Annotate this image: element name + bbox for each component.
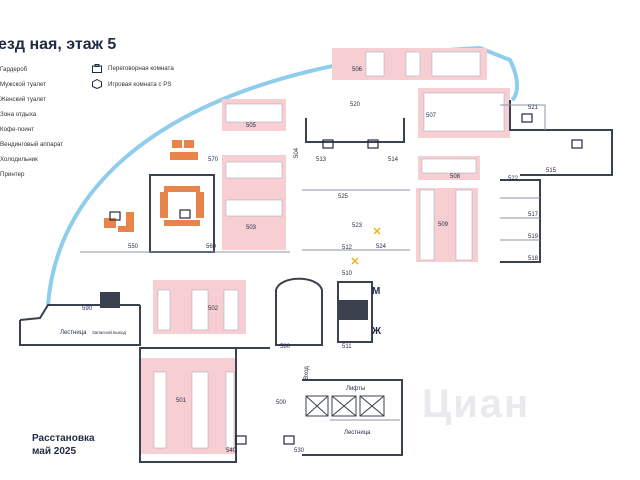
printer-markers bbox=[351, 227, 381, 265]
room-522: 522 bbox=[508, 176, 519, 182]
room-512: 512 bbox=[342, 245, 353, 251]
meeting-room-icons bbox=[109, 113, 583, 445]
room-506: 506 bbox=[352, 67, 363, 73]
briefcase-icon bbox=[92, 63, 102, 73]
legend-item-rest-zone: Зона отдыха bbox=[0, 111, 37, 118]
desk-grids bbox=[153, 51, 505, 449]
room-519: 519 bbox=[528, 234, 539, 240]
legend-game-room: Игровая комната с PS bbox=[108, 80, 172, 88]
room-501: 501 bbox=[176, 398, 187, 404]
legend-item-printer: Принтер bbox=[0, 171, 25, 178]
room-508: 508 bbox=[450, 174, 461, 180]
lifts-label: Лифты bbox=[346, 386, 366, 392]
room-504: 504 bbox=[294, 147, 301, 159]
footer-line-1: Расстановка bbox=[32, 433, 95, 444]
legend-item-mens-toilet: Мужской туалет bbox=[0, 81, 47, 88]
room-590: 590 bbox=[82, 306, 93, 312]
room-550: 550 bbox=[128, 244, 139, 250]
stairs-bottom-label: Лестница bbox=[344, 430, 371, 436]
room-502: 502 bbox=[208, 306, 219, 312]
room-503: 503 bbox=[246, 225, 257, 231]
watermark: Циан bbox=[422, 382, 531, 426]
room-517: 517 bbox=[528, 212, 539, 218]
room-570: 570 bbox=[208, 157, 219, 163]
legend: Гардероб Мужской туалет Женский туалет З… bbox=[0, 62, 63, 182]
room-510: 510 bbox=[342, 271, 353, 277]
legend-meeting-room: Переговорная комната bbox=[108, 64, 174, 72]
page-title: езд ная, этаж 5 bbox=[0, 36, 117, 53]
room-507: 507 bbox=[426, 113, 437, 119]
room-540: 540 bbox=[226, 448, 237, 454]
room-525: 525 bbox=[338, 194, 349, 200]
legend-icons: Переговорная комната Игровая комната с P… bbox=[92, 60, 174, 92]
room-560: 560 bbox=[206, 244, 217, 250]
footer: Расстановка май 2025 bbox=[32, 432, 95, 458]
room-505: 505 bbox=[246, 123, 257, 129]
legend-item-fridge: Холодильник bbox=[0, 156, 38, 163]
entrance-label: Вход bbox=[303, 366, 310, 380]
legend-item-vending: Вендинговый аппарат bbox=[0, 141, 64, 148]
room-521: 521 bbox=[528, 105, 539, 111]
room-509: 509 bbox=[438, 222, 449, 228]
emergency-exit-label: Запасной выход bbox=[92, 330, 127, 335]
walls bbox=[19, 100, 613, 463]
room-524: 524 bbox=[376, 244, 387, 250]
room-580: 580 bbox=[280, 344, 291, 350]
window-arc bbox=[46, 45, 519, 306]
gamepad-cube-icon bbox=[92, 79, 102, 89]
legend-item-wardrobe: Гардероб bbox=[0, 66, 28, 73]
room-523: 523 bbox=[352, 223, 363, 229]
thin-walls bbox=[80, 104, 546, 421]
womens-toilet-label: Ж bbox=[372, 326, 382, 337]
lounge-furniture bbox=[104, 140, 204, 232]
room-513: 513 bbox=[316, 157, 327, 163]
room-500: 500 bbox=[276, 400, 287, 406]
room-514: 514 bbox=[388, 157, 399, 163]
legend-item-womens-toilet: Женский туалет bbox=[0, 96, 46, 103]
room-518: 518 bbox=[528, 256, 539, 262]
room-515: 515 bbox=[546, 168, 557, 174]
footer-line-2: май 2025 bbox=[32, 446, 76, 457]
room-530: 530 bbox=[294, 448, 305, 454]
room-520: 520 bbox=[350, 102, 361, 108]
lifts bbox=[305, 395, 385, 417]
room-511: 511 bbox=[342, 344, 352, 350]
mens-toilet-label: М bbox=[372, 286, 381, 297]
stairs-left-label: Лестница bbox=[60, 330, 87, 336]
legend-item-coffee-point: Кофе-поинт bbox=[0, 126, 35, 133]
